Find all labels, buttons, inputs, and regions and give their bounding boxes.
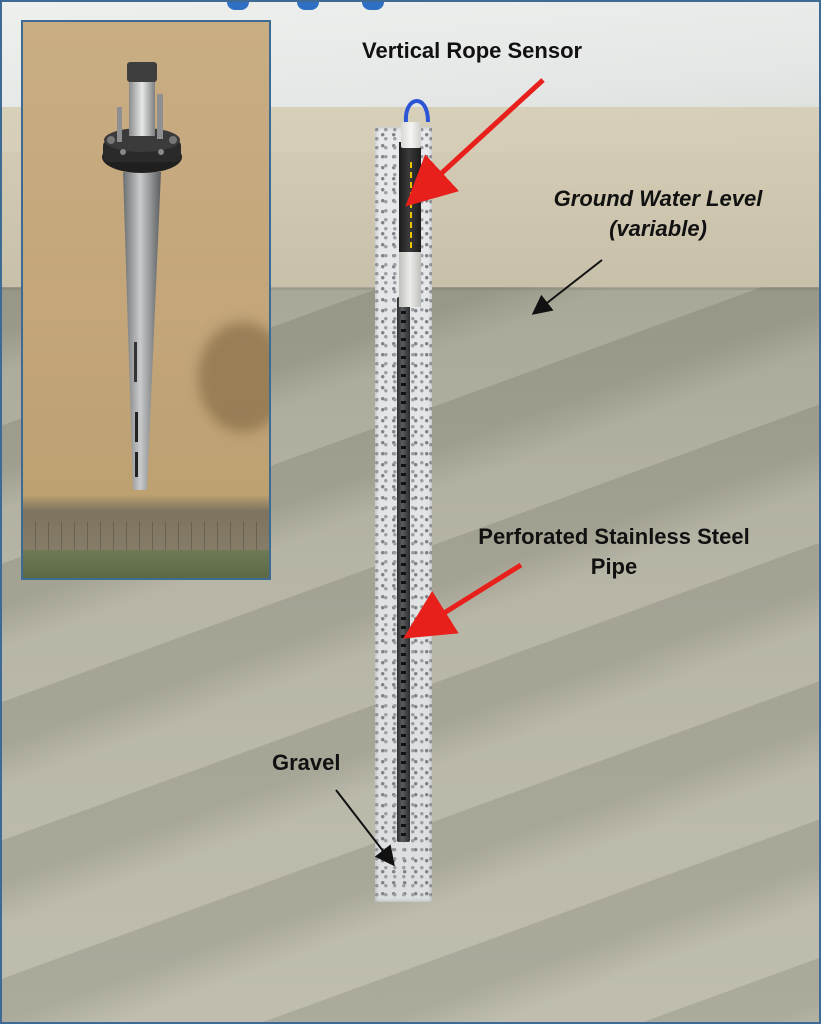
perforated-pipe-line2: Pipe <box>590 554 638 580</box>
gravel-label: Gravel <box>272 750 341 775</box>
grass-strip <box>23 550 269 578</box>
perforated-pipe-line1: Perforated Stainless Steel <box>478 524 750 549</box>
sensor-arrow-icon <box>405 78 545 207</box>
ground-water-level-label: Ground Water Level (variable) <box>528 186 788 243</box>
ground-shadow <box>198 322 269 432</box>
gravel-arrow-icon <box>335 789 395 867</box>
sensor-marking <box>410 162 412 252</box>
water-level-arrow-icon <box>531 259 603 315</box>
perforated-pipe-label: Perforated Stainless Steel Pipe <box>446 524 782 581</box>
inset-photo <box>21 20 271 580</box>
sensor-device-photo-icon <box>102 62 182 490</box>
pipe-perforations <box>401 302 406 837</box>
sensor-head <box>401 122 421 148</box>
ground-water-level-line2: (variable) <box>609 216 707 242</box>
pipe-arrow-icon <box>403 562 523 639</box>
ground-water-level-line1: Ground Water Level <box>553 186 763 211</box>
sensor-lower-section <box>399 252 421 307</box>
vertical-rope-sensor-label: Vertical Rope Sensor <box>362 38 583 63</box>
sensor-cable <box>403 99 430 123</box>
